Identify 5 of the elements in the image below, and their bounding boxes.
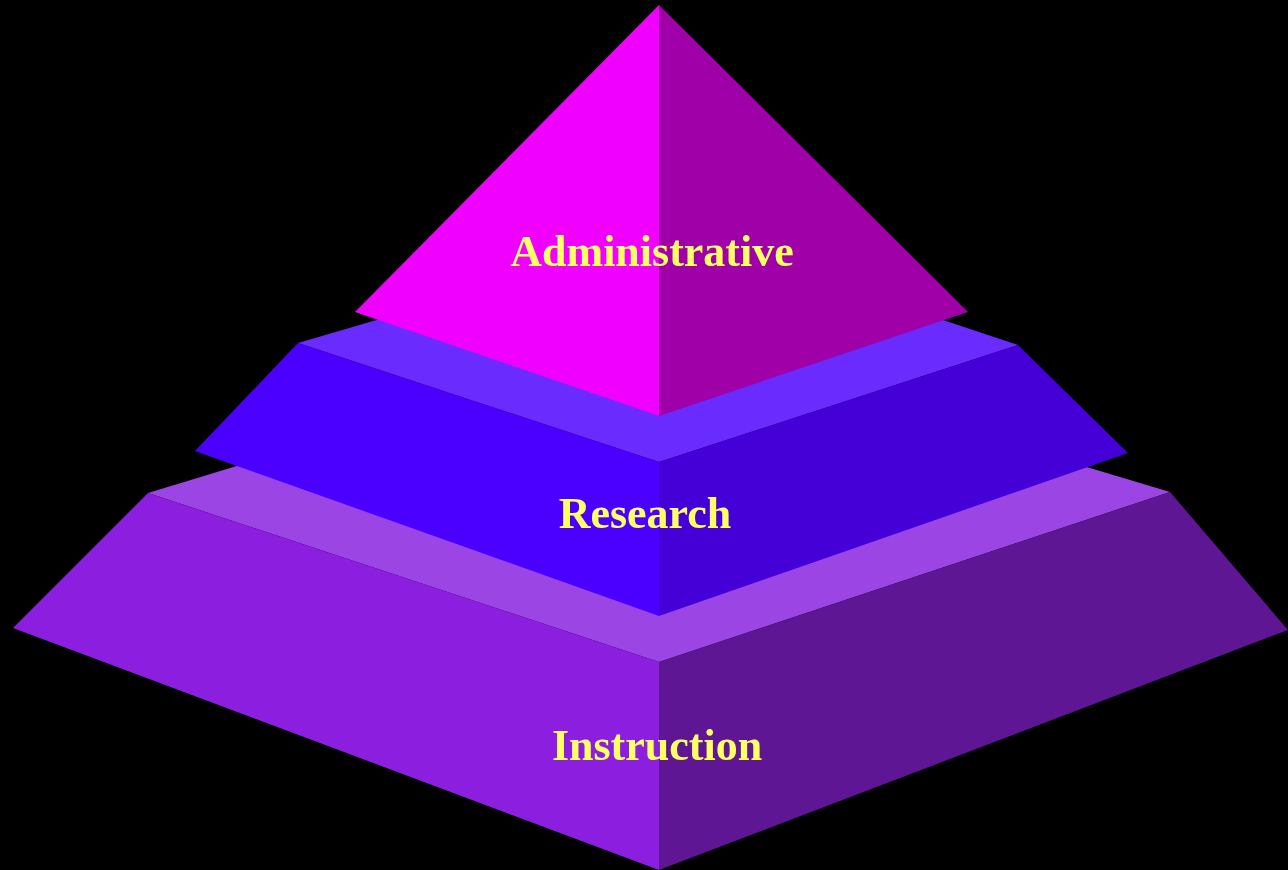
tier-label: Instruction	[551, 724, 763, 768]
tier-label: Administrative	[510, 230, 794, 274]
pyramid-tier	[13, 465, 1288, 870]
pyramid-tier	[355, 5, 968, 416]
tier-label: Research	[558, 492, 732, 536]
